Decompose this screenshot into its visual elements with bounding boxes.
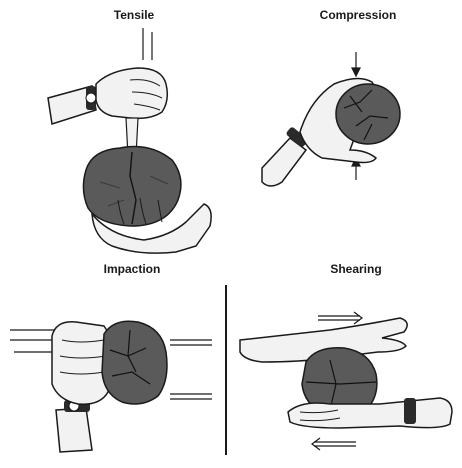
opposite-arrow-icon [318,312,362,324]
watch-icon [404,398,416,424]
opposite-arrow-icon [312,438,356,450]
